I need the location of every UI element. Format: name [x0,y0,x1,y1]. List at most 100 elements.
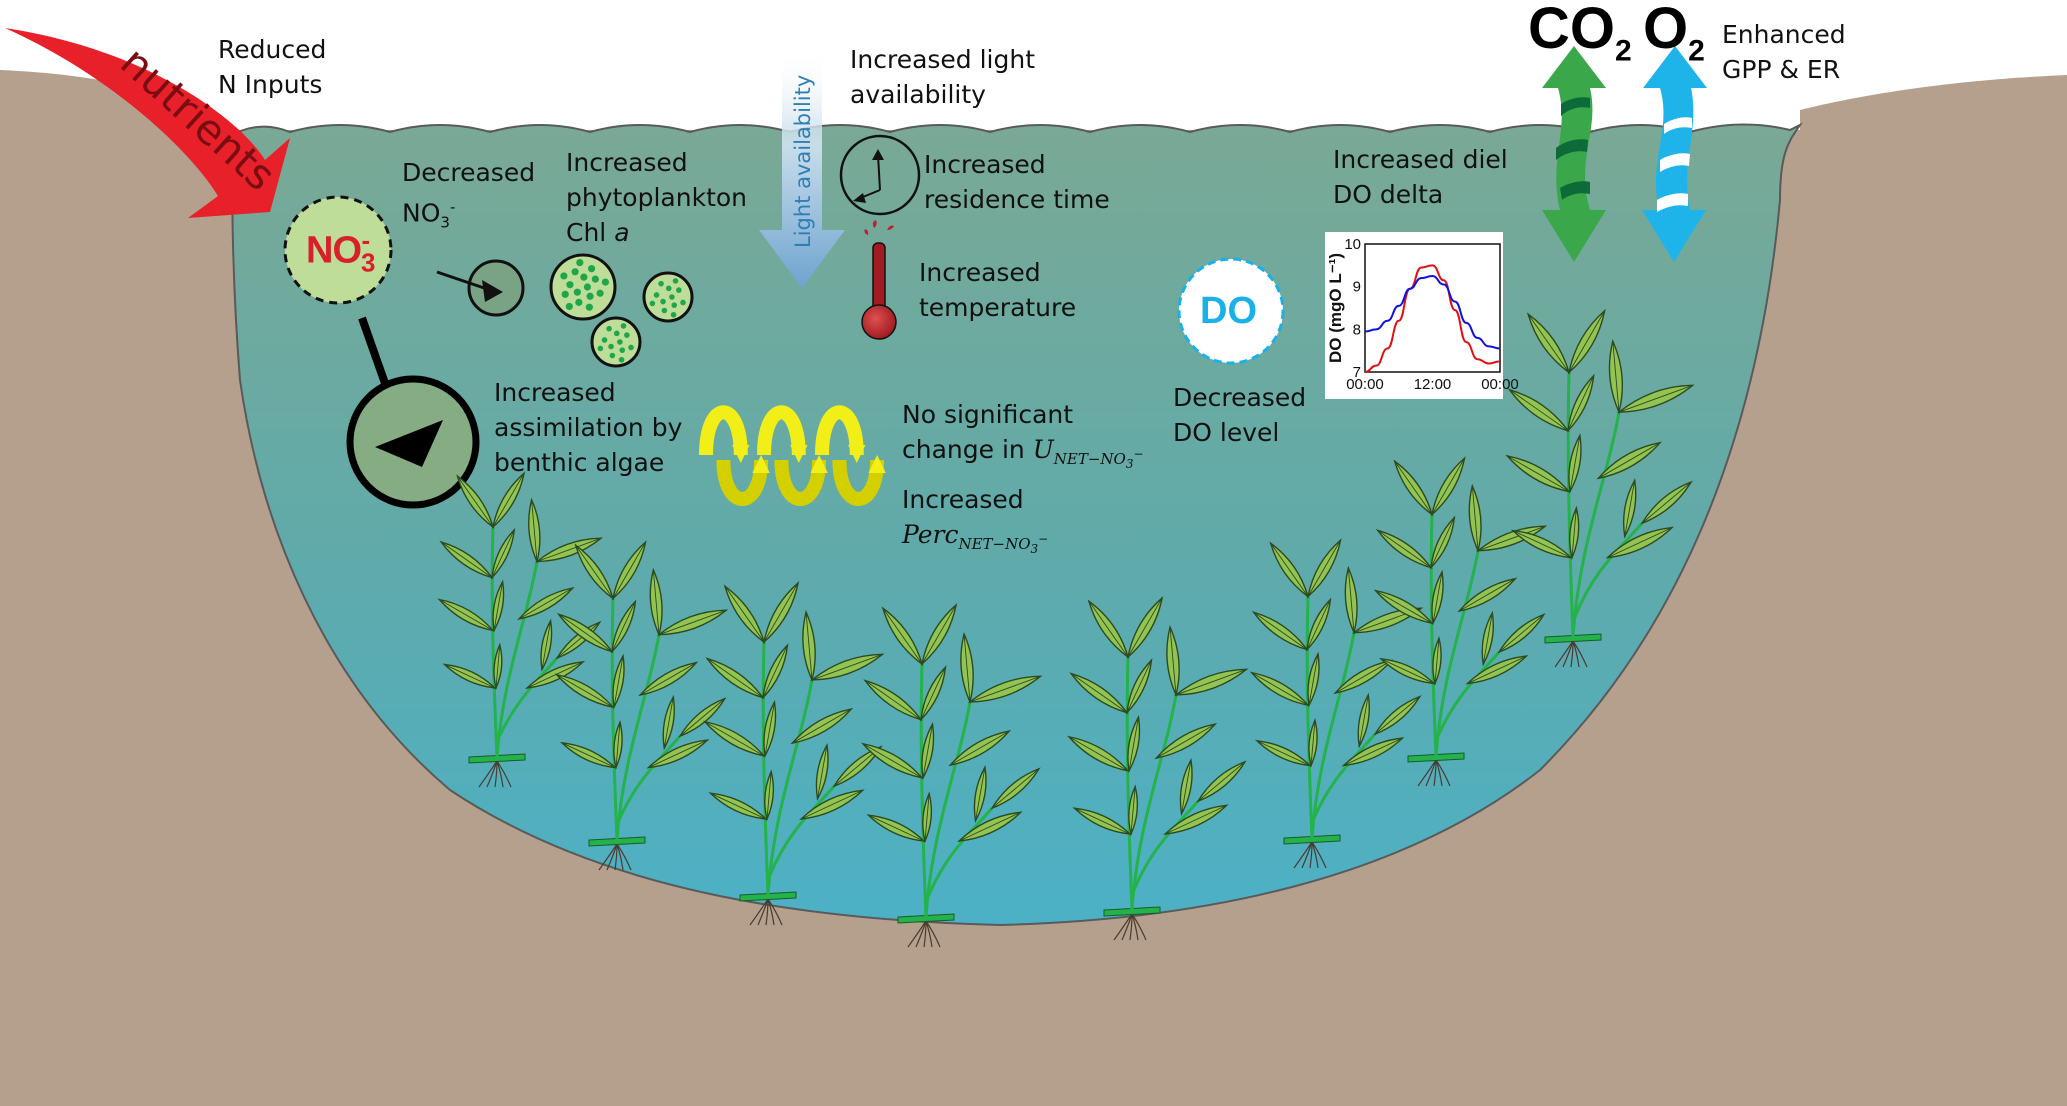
o2-exchange-arrow [1642,46,1707,262]
plant-stem [1566,372,1575,638]
leaf-midrib [1126,659,1152,713]
phytoplankton-dot [583,283,592,291]
plant-stem [926,807,994,898]
temperature-line2: temperature [919,293,1077,322]
plant-root [606,843,618,871]
plant-stem [617,735,682,821]
leaf-midrib [1394,460,1433,515]
leaf-midrib [652,569,660,635]
leaf-midrib [1256,740,1311,766]
leaf-midrib [491,529,515,578]
phytoplankton-dot [576,258,584,267]
plant-root [616,843,632,871]
leaf-midrib [613,655,624,708]
leaf-midrib [1509,389,1569,432]
macrophyte-plant [1067,596,1249,941]
perc-sub: NET−NO [958,535,1031,553]
leaf-midrib [1270,542,1309,597]
plant-stem [761,641,770,896]
leaf-midrib [704,721,765,757]
helix-down-arrowhead [848,445,866,463]
phytoplankton-dot [561,290,569,298]
plant-root [1129,913,1133,941]
leaf-midrib [762,644,788,698]
leaf-midrib [805,611,813,680]
diel-do-line1: Increased diel [1333,145,1508,174]
dissolved-oxygen-badge-circle [1177,257,1285,365]
leaf-midrib [800,789,864,820]
plant-rhizome [468,753,526,764]
assimilation-label: Increased assimilation by benthic algae [494,375,682,480]
submerged-macrophytes [437,308,1695,948]
leaf-midrib [1571,507,1577,558]
leaf-midrib [724,585,765,643]
leaf-midrib [924,793,930,842]
phytoplankton-dot [596,289,604,297]
leaf-midrib [611,601,636,652]
leaf-midrib [444,664,496,689]
leaf-midrib [1358,694,1369,747]
dissolved-oxygen-badge-text: DO [1200,290,1257,333]
leaf-midrib [764,702,775,756]
plant-stem [1312,733,1377,819]
co2-exchange-arrow [1542,46,1606,262]
leaf-midrib [1467,655,1527,684]
plant-root [749,898,769,926]
leaf-midrib [791,708,852,744]
helix-lower-loop [716,459,769,506]
leaf-midrib [1607,527,1673,559]
phytoplankton-dot [585,303,593,311]
phytoplankton-cell-large [549,253,617,321]
leaf-midrib [558,613,613,652]
perc-sub3: 3 [1030,542,1039,556]
macrophyte-plant [1249,538,1424,869]
leaf-midrib [1471,485,1479,551]
phytoplankton-dot [571,268,579,276]
leaf-midrib [1347,567,1355,633]
phytoplankton-dot [624,332,630,338]
leaf-midrib [1507,455,1570,492]
decreased-nitrate-line1: Decreased [402,158,536,187]
y-tick-label: 10 [1344,236,1361,253]
phytoplankton-cells [549,253,694,368]
phytoplankton-cell-medium [642,271,694,323]
leaf-midrib [1251,672,1309,706]
leaf-midrib [1569,435,1581,492]
phytoplankton-dot [573,288,581,296]
phytoplankton-dot [580,273,588,281]
uptake-line1: No significant [902,400,1074,429]
plant-stem [768,785,836,876]
leaf-midrib [561,742,616,768]
plant-stem [610,598,619,841]
plant-root [767,898,783,926]
plant-rhizome [588,836,646,847]
plant-root [907,920,927,948]
leaf-midrib [536,537,602,562]
plant-root [915,920,927,948]
leaf-midrib [1512,530,1572,559]
plant-stem [615,634,661,841]
decreased-nitrate-arrow-shaft [436,270,491,292]
sediment-right-bank [1800,75,2067,1106]
plant-stem [1573,522,1644,618]
benthic-algae-arrowhead [375,420,443,467]
macrophyte-plant [861,603,1043,948]
phytoplankton-dot [653,292,660,298]
plant-root [1121,913,1133,941]
leaf-midrib [1068,736,1129,772]
diel-do-label: Increased diel DO delta [1333,142,1508,212]
plant-root [757,898,769,926]
leaf-midrib [1310,720,1316,766]
helix-down-arrowhead [790,445,808,463]
x-tick-label: 00:00 [1481,376,1519,393]
leaf-midrib [1482,612,1493,665]
plant-stem [1436,651,1501,737]
phytoplankton-dot [587,265,596,273]
reduced-n-inputs-line1: Reduced [218,35,327,64]
plant-stem [1305,596,1314,839]
plant-root [494,760,498,788]
decreased-nitrate-sup: - [449,198,456,216]
leaf-midrib [1088,600,1129,658]
leaf-midrib [1612,341,1620,413]
leaf-midrib [706,658,764,699]
